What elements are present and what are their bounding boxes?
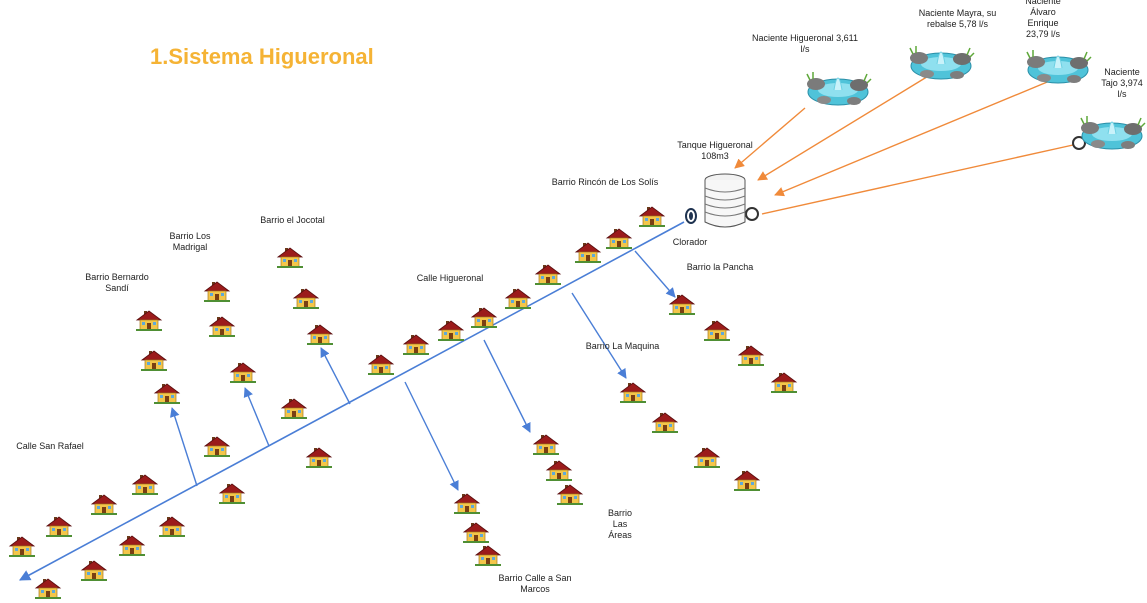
feed-line: [757, 74, 931, 181]
main-pipe: [19, 221, 685, 581]
branch-pipe: [320, 347, 351, 405]
tank-icon: [704, 173, 746, 228]
branch-pipe: [483, 339, 531, 433]
diagram-title: 1.Sistema Higueronal: [150, 44, 374, 69]
house-icon: [158, 514, 186, 538]
inlet-valve: [745, 207, 759, 221]
feed-line: [761, 144, 1074, 215]
house-icon: [80, 558, 108, 582]
barrio-label: Barrio Los Madrigal: [169, 231, 211, 252]
house-icon: [470, 305, 498, 329]
house-icon: [140, 348, 168, 372]
house-icon: [474, 543, 502, 567]
house-icon: [135, 308, 163, 332]
spring-label: Naciente Tajo 3,974 l/s: [1101, 67, 1143, 99]
house-icon: [437, 318, 465, 342]
spring-valve: [1072, 136, 1086, 150]
house-icon: [153, 381, 181, 405]
branch-pipe: [243, 387, 270, 447]
feed-line: [734, 107, 806, 169]
house-icon: [638, 204, 666, 228]
house-icon: [276, 245, 304, 269]
house-icon: [8, 534, 36, 558]
branch-pipe: [404, 381, 459, 491]
house-icon: [208, 314, 236, 338]
barrio-label: Barrio Bernardo Sandí: [85, 272, 149, 293]
house-icon: [218, 481, 246, 505]
barrio-label: Barrio La Maquina: [585, 341, 660, 351]
house-icon: [292, 286, 320, 310]
barrio-label: Calle San Rafael: [16, 441, 84, 451]
house-icon: [305, 445, 333, 469]
house-icon: [306, 322, 334, 346]
spring-label: Naciente Higueronal 3,611 l/s: [752, 33, 858, 54]
house-icon: [651, 410, 679, 434]
barrio-label: Barrio Las Áreas: [607, 508, 632, 540]
house-icon: [693, 445, 721, 469]
house-icon: [402, 332, 430, 356]
house-icon: [453, 491, 481, 515]
house-icon: [462, 520, 490, 544]
house-icon: [504, 286, 532, 310]
spring-label: Naciente Mayra, su rebalse 5,78 l/s: [918, 8, 997, 29]
house-icon: [733, 468, 761, 492]
house-icon: [737, 343, 765, 367]
barrio-label: Barrio Rincón de Los Solís: [551, 177, 659, 187]
barrio-label: Barrio la Pancha: [686, 262, 754, 272]
house-icon: [532, 432, 560, 456]
house-icon: [203, 279, 231, 303]
barrio-label: Barrio el Jocotal: [260, 215, 325, 225]
branch-pipe: [571, 292, 627, 379]
feed-line: [774, 79, 1053, 197]
tank-label: Tanque Higueronal 108m3: [677, 140, 753, 161]
clorador-label: Clorador: [672, 237, 708, 247]
house-icon: [90, 492, 118, 516]
house-icon: [574, 240, 602, 264]
house-icon: [45, 514, 73, 538]
house-icon: [367, 352, 395, 376]
spring-icon: [804, 60, 872, 108]
spring-icon: [1024, 38, 1092, 86]
house-icon: [34, 576, 62, 600]
house-icon: [770, 370, 798, 394]
house-icon: [203, 434, 231, 458]
branch-pipe: [170, 407, 198, 487]
house-icon: [118, 533, 146, 557]
house-icon: [556, 482, 584, 506]
branch-pipe: [634, 250, 676, 298]
spring-icon: [907, 34, 975, 82]
barrio-label: Barrio Calle a San Marcos: [498, 573, 572, 594]
house-icon: [619, 380, 647, 404]
house-icon: [280, 396, 308, 420]
barrio-label: Calle Higueronal: [416, 273, 484, 283]
house-icon: [131, 472, 159, 496]
house-icon: [668, 292, 696, 316]
house-icon: [534, 262, 562, 286]
house-icon: [229, 360, 257, 384]
spring-icon: [1078, 104, 1146, 152]
house-icon: [703, 318, 731, 342]
house-icon: [545, 458, 573, 482]
spring-label: Naciente Álvaro Enrique 23,79 l/s: [1025, 0, 1061, 39]
house-icon: [605, 226, 633, 250]
